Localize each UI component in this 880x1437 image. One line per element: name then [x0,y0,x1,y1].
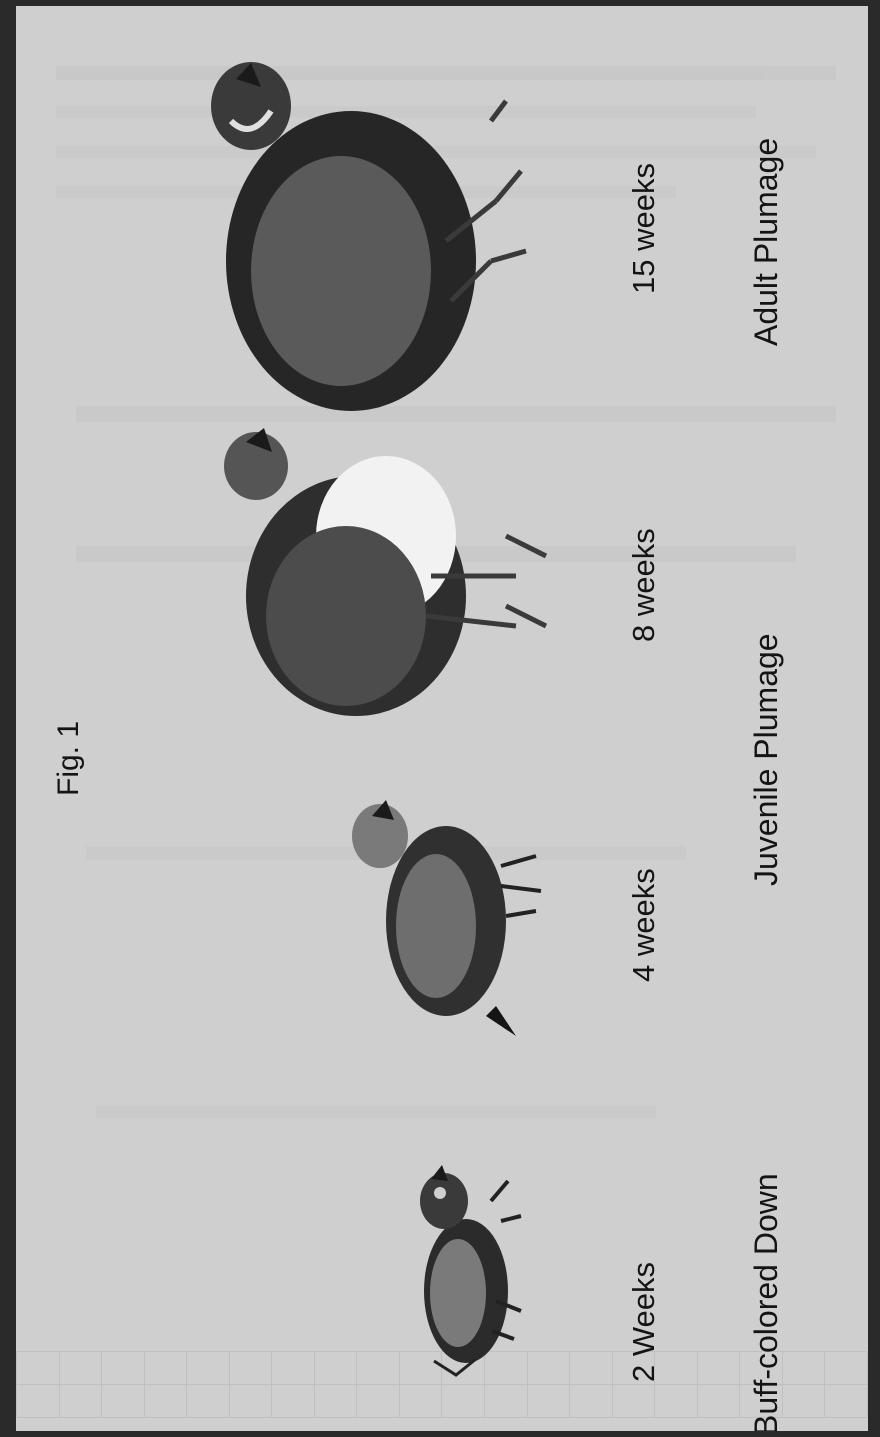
quail-chick-illustration [396,1161,536,1381]
document-page: Fig. 1 2 Weeks 4 weeks 8 weeks 15 weeks … [16,6,868,1431]
caption-juvenile-plumage: Juvenile Plumage [750,633,782,886]
quail-8-weeks-illustration [216,426,556,726]
age-label-8-weeks: 8 weeks [628,528,659,642]
caption-adult-plumage: Adult Plumage [750,138,782,346]
caption-buff-colored-down: Buff-colored Down [750,1173,782,1431]
age-label-15-weeks: 15 weeks [628,163,659,294]
age-label-2-weeks: 2 Weeks [628,1262,659,1382]
age-label-4-weeks: 4 weeks [628,868,659,982]
figure-label: Fig. 1 [54,721,84,796]
quail-adult-illustration [191,61,551,426]
quail-4-weeks-illustration [336,796,546,1041]
